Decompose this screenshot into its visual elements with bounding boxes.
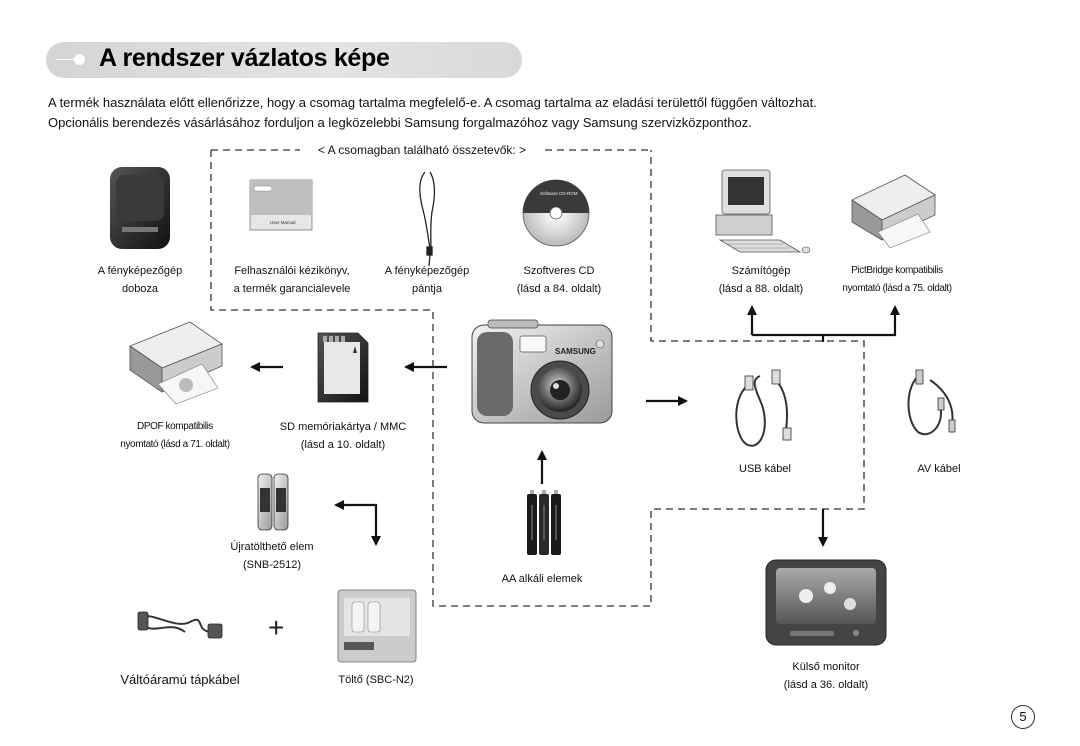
package-heading: < A csomagban található összetevők: >	[317, 143, 527, 157]
monitor-image	[765, 559, 887, 646]
page-number: 5	[1011, 705, 1035, 729]
av-cable-label: AV kábel	[917, 463, 961, 475]
aa-batteries-image	[527, 490, 561, 555]
title-bullet-dot	[74, 54, 85, 65]
computer-image	[715, 169, 811, 254]
charger-label: Töltő (SBC-N2)	[338, 674, 414, 686]
arrows	[250, 305, 900, 547]
sd-card-image	[317, 332, 369, 403]
pictbridge-printer-image	[851, 174, 936, 249]
usb-cable-image	[735, 369, 792, 447]
camera-case-image	[110, 167, 170, 249]
ac-cable-image	[137, 611, 223, 639]
ac-cable-label: Váltóáramú tápkábel	[120, 672, 240, 687]
manual-cover-text: User Manual	[270, 220, 296, 225]
arrow-usb-to-pictbridge	[752, 305, 900, 337]
arrow-rechargeable	[342, 503, 381, 546]
strap-image	[419, 171, 436, 267]
monitor-label: Külső monitor(lásd a 36. oldalt)	[783, 661, 869, 691]
package-boundary	[210, 149, 865, 607]
manual-label: Felhasználói kézikönyv,a termék garancia…	[233, 265, 351, 295]
usb-cable-label: USB kábel	[739, 463, 791, 475]
software-cd-label: Szoftveres CD(lásd a 84. oldalt)	[516, 265, 602, 295]
charger-image	[337, 589, 417, 663]
cd-label-text: Software CD-ROM	[540, 191, 578, 196]
title-bullet-line	[56, 59, 76, 60]
title-bar	[46, 42, 522, 78]
camera-image: SAMSUNG	[471, 319, 613, 424]
software-cd-image: Software CD-ROM	[522, 179, 590, 247]
computer-label: Számítógép(lásd a 88. oldalt)	[718, 265, 804, 295]
intro-line-1: A termék használata előtt ellenőrizze, h…	[48, 95, 817, 110]
dpof-printer-image	[129, 321, 223, 405]
user-manual-image: User Manual	[249, 179, 313, 231]
aa-batteries-label: AA alkáli elemek	[501, 573, 583, 585]
intro-line-2: Opcionális berendezés vásárlásához fordu…	[48, 115, 752, 130]
camera-brand-text: SAMSUNG	[555, 347, 596, 356]
rechargeable-label: Újratölthető elem(SNB-2512)	[230, 541, 314, 571]
sd-card-label: SD memóriakártya / MMC(lásd a 10. oldalt…	[279, 421, 407, 451]
page-title: A rendszer vázlatos képe	[99, 44, 390, 72]
rechargeable-battery-image	[257, 473, 289, 531]
av-cable-image	[907, 369, 956, 435]
plus-sign: +	[268, 612, 285, 643]
